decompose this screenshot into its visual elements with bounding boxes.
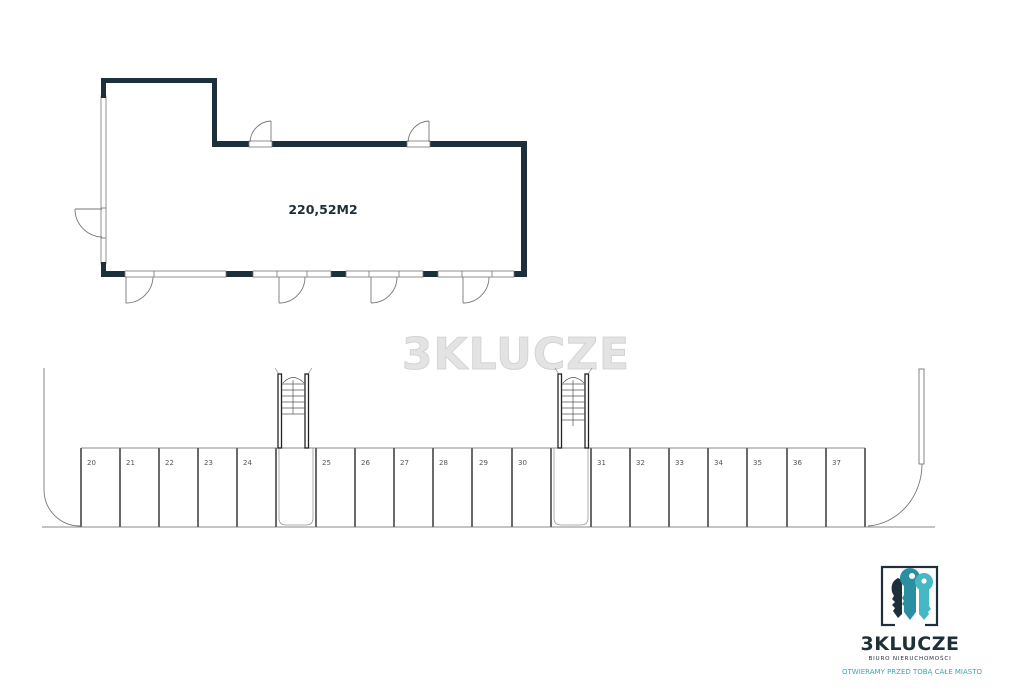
stall-23: 23	[204, 459, 213, 467]
area-label: 220,52M2	[288, 202, 357, 217]
company-logo: 3KLUCZE BIURO NIERUCHOMOŚCI OTWIERAMY PR…	[842, 565, 982, 676]
left-gate	[43, 368, 81, 527]
stall-37: 37	[832, 459, 841, 467]
stall-34: 34	[714, 459, 723, 467]
stall-30: 30	[518, 459, 527, 467]
stair-pocket-2	[553, 448, 589, 526]
unit-floorplan: 220,52M2	[74, 78, 527, 304]
stall-22: 22	[165, 459, 174, 467]
logo-name: 3KLUCZE	[860, 633, 959, 655]
stall-36: 36	[793, 459, 802, 467]
left-door	[74, 207, 106, 239]
logo-tagline: OTWIERAMY PRZED TOBĄ CAŁE MIASTO	[842, 668, 982, 676]
key-dark-icon	[891, 578, 902, 618]
logo-subtitle: BIURO NIERUCHOMOŚCI	[868, 655, 951, 662]
stall-numbers: 20 21 22 23 24 25 26 27 28 29 30 31 32 3…	[87, 459, 841, 467]
stall-31: 31	[597, 459, 606, 467]
stair-pocket-1	[278, 448, 314, 526]
stall-28: 28	[439, 459, 448, 467]
bottom-doors	[125, 276, 490, 304]
bottom-windows	[124, 270, 515, 278]
staircase-2	[554, 367, 593, 449]
watermark-text: 3KLUCZE	[402, 329, 630, 380]
top-door-1	[249, 120, 272, 143]
stall-25: 25	[322, 459, 331, 467]
stall-26: 26	[361, 459, 370, 467]
right-gate	[867, 368, 925, 527]
stall-dividers	[80, 448, 866, 527]
stall-27: 27	[400, 459, 409, 467]
stall-24: 24	[243, 459, 252, 467]
stall-35: 35	[753, 459, 762, 467]
parking-row: 20 21 22 23 24 25 26 27 28 29 30 31 32 3…	[42, 367, 935, 528]
stall-32: 32	[636, 459, 645, 467]
left-window	[100, 95, 107, 265]
outer-walls	[101, 78, 527, 277]
stall-29: 29	[479, 459, 488, 467]
stall-20: 20	[87, 459, 96, 467]
staircase-1	[274, 367, 313, 449]
key-teal-icon	[900, 568, 920, 620]
top-door-2	[407, 120, 430, 143]
stall-33: 33	[675, 459, 684, 467]
stall-21: 21	[126, 459, 135, 467]
key-light-teal-icon	[915, 573, 933, 620]
